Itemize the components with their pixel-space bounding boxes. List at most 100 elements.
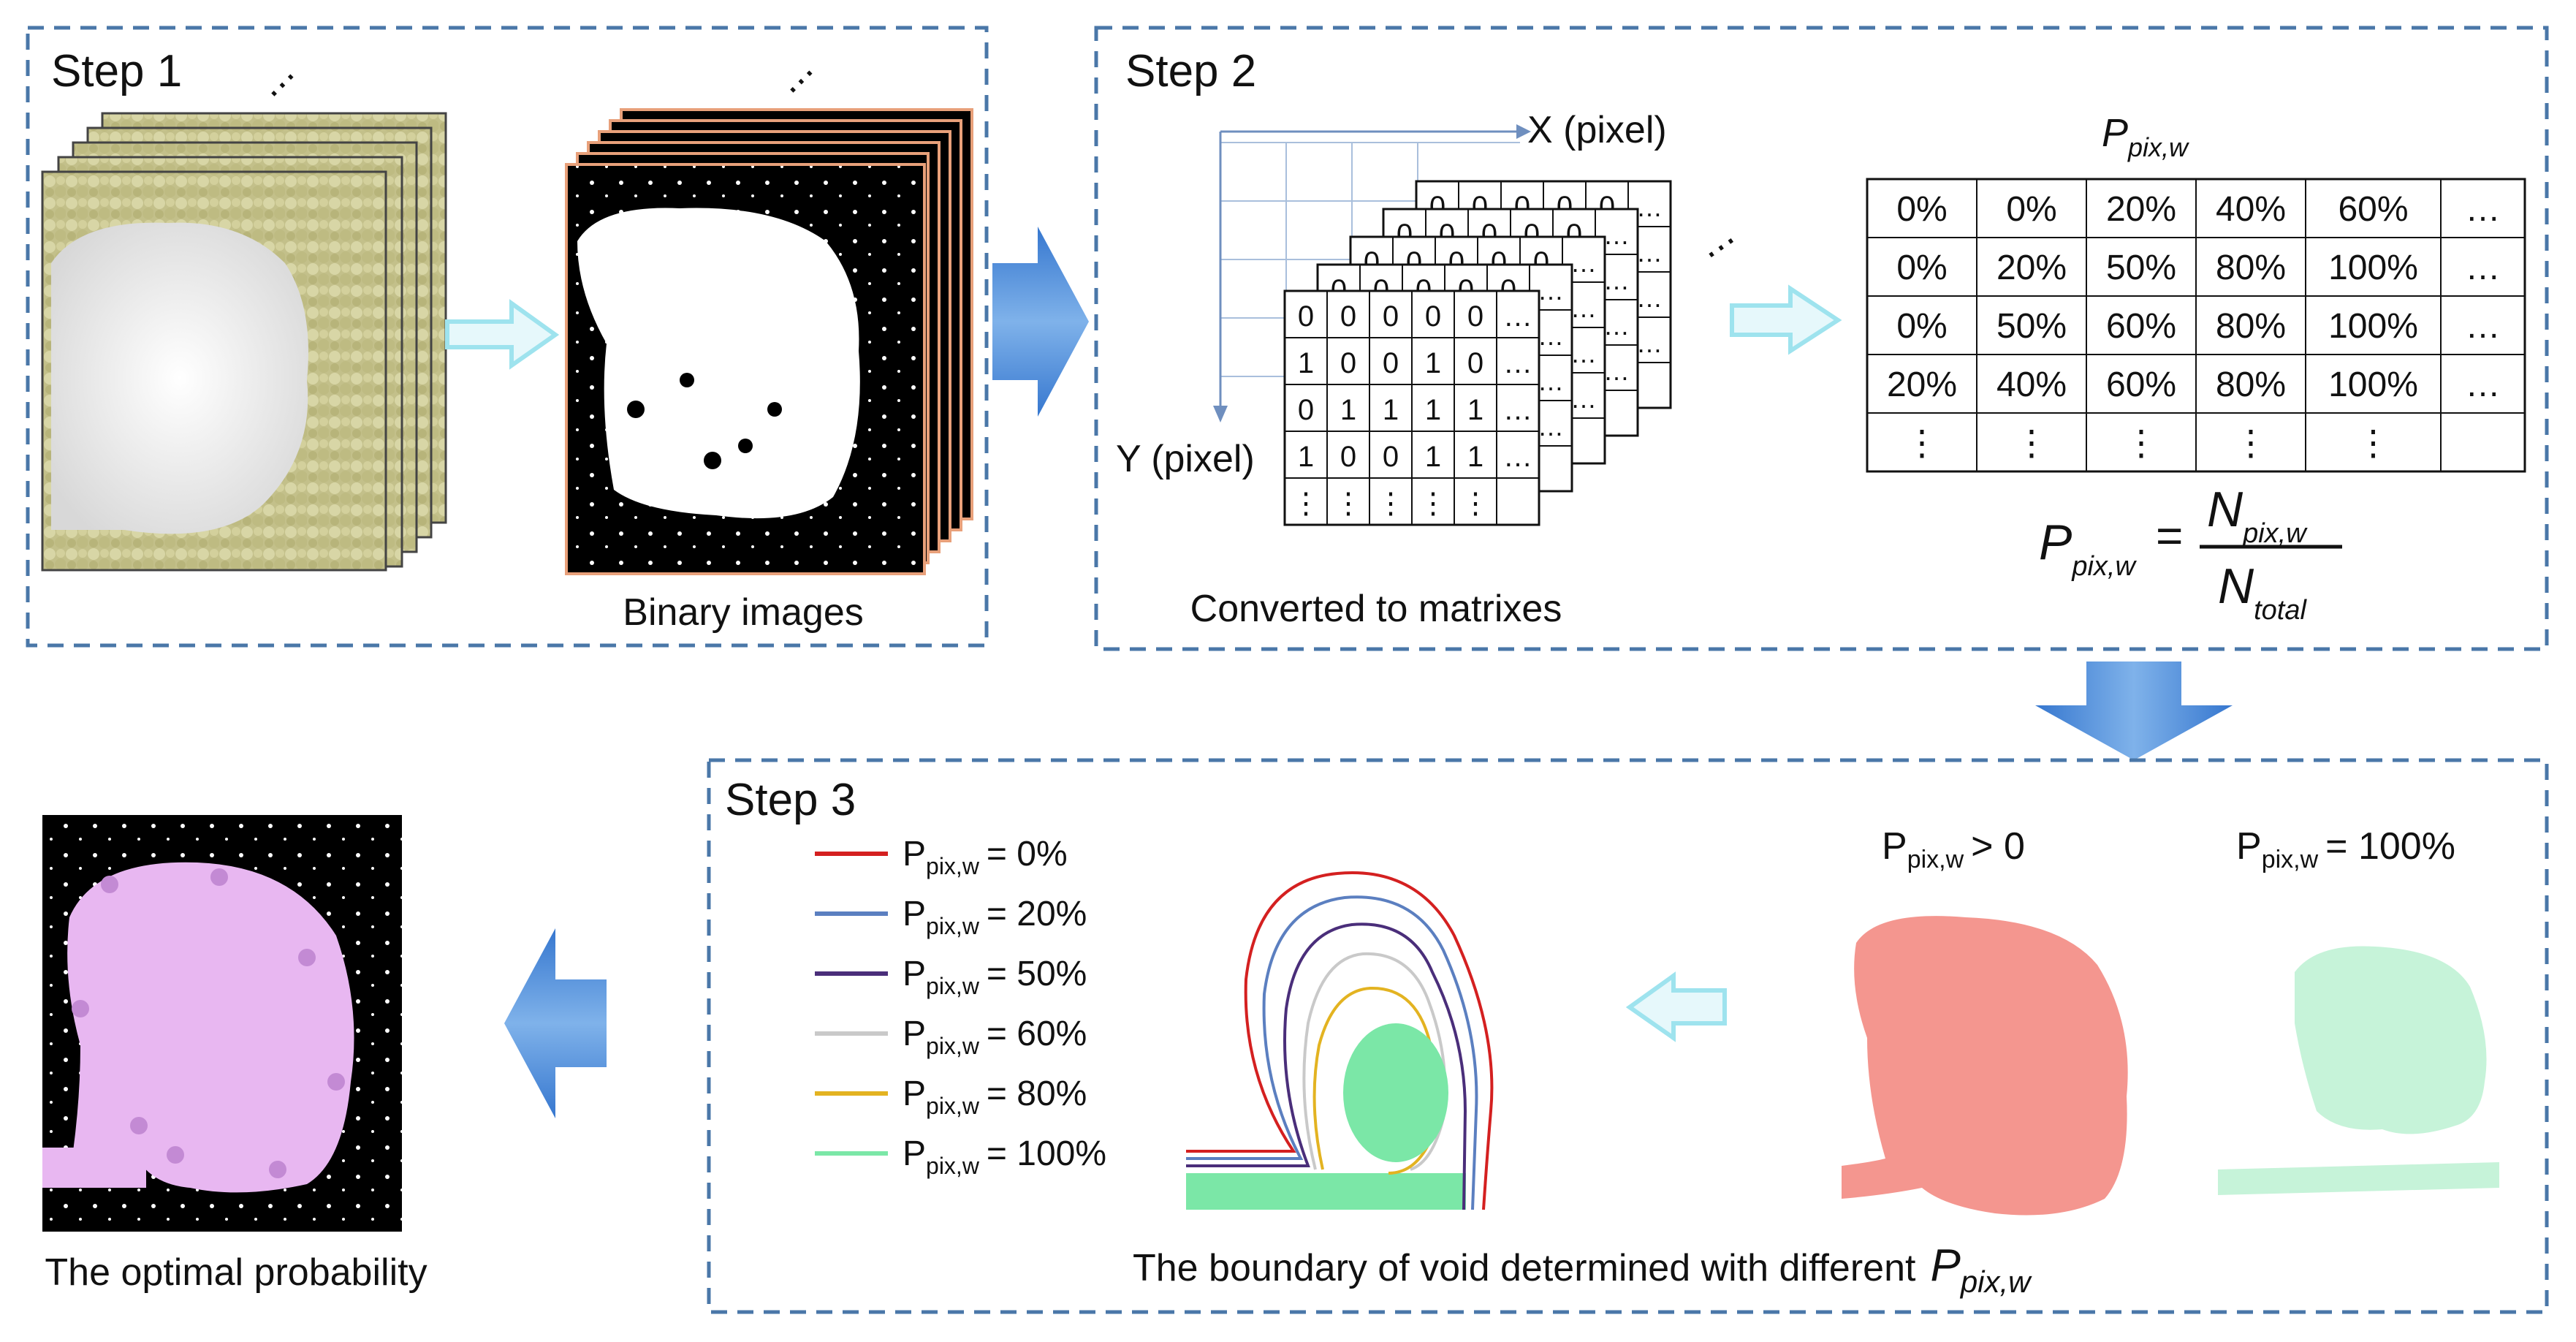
void-boundary-contours — [1186, 871, 1494, 1210]
matrix-layer-ellipsis: … — [1538, 276, 1564, 306]
prob-table-cell: 0% — [1896, 190, 1947, 229]
prob-table-cell: … — [2466, 190, 2501, 229]
step1-panel: Step 1 ⋯ ⋯ — [26, 26, 989, 648]
matrix-layer-ellipsis: … — [1570, 384, 1597, 414]
void-map-certain — [2295, 946, 2487, 1134]
arrow-step3-to-result — [504, 928, 607, 1118]
prob-table-cell: … — [2466, 249, 2501, 287]
stack-ellipsis-1: ⋯ — [256, 59, 308, 111]
matrix-layer-ellipsis: … — [1570, 248, 1597, 278]
formula-equals: = — [2156, 509, 2183, 562]
prob-table-cell: 0% — [2006, 190, 2056, 229]
probability-formula: Ppix,w = Npix,w Ntotal — [2039, 482, 2342, 626]
matrix-cell: 0 — [1383, 347, 1399, 379]
void-map-any-probability — [1842, 916, 2128, 1216]
step3-panel: Step 3 Ppix,w= 0%Ppix,w= 20%Ppix,w= 50%P… — [707, 758, 2549, 1314]
matrix-layer-ellipsis: … — [1636, 238, 1663, 268]
matrix-cell: 1 — [1467, 441, 1483, 473]
svg-text:Npix,w: Npix,w — [2207, 482, 2308, 549]
probability-legend: Ppix,w= 0%Ppix,w= 20%Ppix,w= 50%Ppix,w= … — [815, 835, 1106, 1179]
matrix-cell: 0 — [1425, 300, 1441, 333]
prob-table-cell: ⋮ — [2233, 424, 2268, 463]
result-panel: The optimal probability — [42, 815, 428, 1294]
prob-table-cell: 60% — [2106, 307, 2176, 346]
matrix-cell: 1 — [1467, 394, 1483, 426]
particle-image-stack: ⋯ — [41, 59, 447, 572]
y-axis-label: Y (pixel) — [1116, 438, 1255, 480]
matrix-cell: 1 — [1425, 394, 1441, 426]
x-axis-label: X (pixel) — [1527, 109, 1667, 151]
matrix-cell: 0 — [1298, 394, 1314, 426]
prob-table-cell: 100% — [2328, 365, 2418, 404]
prob-table-cell: 80% — [2216, 249, 2286, 287]
matrix-layer-ellipsis: … — [1570, 338, 1597, 368]
step1-small-arrow — [445, 299, 560, 370]
matrix-cell: … — [1503, 394, 1532, 426]
result-caption: The optimal probability — [45, 1251, 427, 1294]
prob-table-cell: 80% — [2216, 307, 2286, 346]
matrix-layer-ellipsis: … — [1603, 265, 1630, 295]
prob-table-cell: ⋮ — [2124, 424, 2159, 463]
matrix-cell: 1 — [1298, 441, 1314, 473]
step3-border — [707, 758, 2549, 1314]
prob-table-cell: 50% — [2106, 249, 2176, 287]
converted-caption: Converted to matrixes — [1190, 588, 1562, 630]
matrix-cell: … — [1503, 300, 1532, 333]
prob-table-cell: 40% — [2216, 190, 2286, 229]
prob-table-cell: 20% — [1996, 249, 2067, 287]
step1-title: Step 1 — [51, 46, 182, 96]
matrix-cell: 1 — [1425, 441, 1441, 473]
matrix-cell: 0 — [1383, 441, 1399, 473]
matrix-layer-ellipsis: … — [1538, 366, 1564, 396]
matrix-layer-ellipsis: … — [1570, 293, 1597, 323]
binary-images-caption: Binary images — [623, 591, 863, 634]
matrix-cell: … — [1503, 441, 1532, 473]
prob-table-cell: 40% — [1996, 365, 2067, 404]
result-channel — [42, 1148, 146, 1188]
prob-table-cell: … — [2466, 365, 2501, 404]
step3-small-arrow — [1625, 971, 1727, 1042]
step3-title: Step 3 — [725, 775, 856, 825]
probability-table: 0%0%20%40%60%…0%20%50%80%100%…0%50%60%80… — [1866, 178, 2526, 473]
prob-table-cell: 100% — [2328, 307, 2418, 346]
prob-table-cell: 80% — [2216, 365, 2286, 404]
step1-border — [26, 26, 989, 648]
prob-table-cell: 20% — [1887, 365, 1957, 404]
prob-table-cell: 60% — [2106, 365, 2176, 404]
legend-label: Ppix,w= 60% — [903, 1015, 1087, 1059]
matrix-cell: 1 — [1340, 394, 1356, 426]
matrix-layer-ellipsis: … — [1538, 321, 1564, 351]
step2-small-arrow — [1730, 284, 1842, 355]
svg-text:Ntotal: Ntotal — [2218, 558, 2307, 626]
contour-100 — [1343, 1023, 1448, 1162]
matrix-cell: ⋮ — [1376, 488, 1405, 520]
step2-border — [1094, 26, 2549, 651]
void-map-certain-channel — [2218, 1162, 2499, 1195]
legend-label: Ppix,w= 100% — [903, 1134, 1106, 1179]
contour-20 — [1186, 895, 1478, 1210]
arrow-step1-to-step2 — [992, 227, 1089, 417]
void-region-binary — [577, 208, 860, 519]
legend-label: Ppix,w= 80% — [903, 1074, 1087, 1119]
matrix-layer-ellipsis: … — [1636, 192, 1663, 222]
matrix-layer-ellipsis: … — [1603, 356, 1630, 386]
prob-table-title: Ppix,w — [2102, 111, 2189, 162]
pixel-axis-grid: X (pixel) Y (pixel) — [1116, 109, 1667, 480]
substrate-strip — [1186, 1173, 1466, 1210]
matrix-cell: 0 — [1340, 347, 1356, 379]
matrix-cell: 1 — [1425, 347, 1441, 379]
step2-title: Step 2 — [1125, 46, 1256, 96]
prob-table-cell: ⋮ — [2356, 424, 2391, 463]
legend-label: Ppix,w= 0% — [903, 835, 1068, 879]
map-gt0-label: Ppix,w> 0 — [1882, 825, 2025, 873]
map-100-label: Ppix,w= 100% — [2236, 825, 2455, 873]
prob-table-cell: 60% — [2338, 190, 2408, 229]
matrix-cell: 0 — [1340, 441, 1356, 473]
matrix-cell: 0 — [1340, 300, 1356, 333]
binary-image-stack: ⋯ — [565, 56, 973, 575]
arrow-step2-to-step3 — [2035, 661, 2233, 760]
matrix-layer-ellipsis: … — [1603, 311, 1630, 341]
matrix-cell: 0 — [1298, 300, 1314, 333]
legend-label: Ppix,w= 20% — [903, 895, 1087, 939]
